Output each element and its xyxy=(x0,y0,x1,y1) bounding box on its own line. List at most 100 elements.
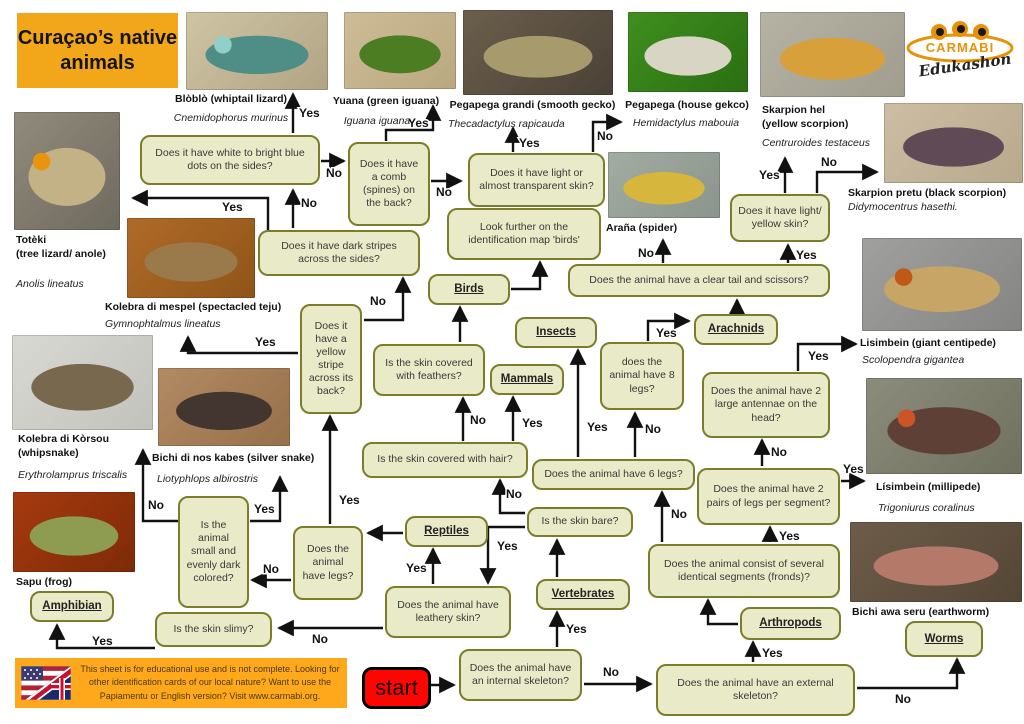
flow-box-text: Does the animal have legs? xyxy=(302,543,354,582)
flow-box-text: Does the animal have 2 large antennae on… xyxy=(710,385,822,424)
arrow-label: Yes xyxy=(808,349,829,363)
arrow-label: No xyxy=(638,246,654,260)
millipede-name: Lísimbein (millipede) xyxy=(876,481,981,493)
frog-name: Sapu (frog) xyxy=(16,576,72,588)
flow-box-text: Worms xyxy=(924,632,964,645)
arrow-label: No xyxy=(821,155,837,169)
yellow-scorpion-latin-name: Centruroides testaceus xyxy=(762,137,870,149)
earthworm-photo xyxy=(850,522,1022,602)
arrow-label: Yes xyxy=(566,622,587,636)
yellow-scorpion-photo xyxy=(760,12,905,97)
flow-arrow xyxy=(479,525,525,585)
flow-arrow xyxy=(796,335,858,371)
whipsnake-photo xyxy=(12,335,153,430)
arrow-label: No xyxy=(645,422,661,436)
tree-lizard-anole-name: Totèki (tree lizard/ anole) xyxy=(16,234,106,261)
flow-box-text: Insects xyxy=(536,326,576,339)
arrow-label: Yes xyxy=(406,561,427,575)
silver-snake-name: Bichi di nos kabes (silver snake) xyxy=(152,452,315,464)
flow-box-cat-arachnids: Arachnids xyxy=(694,314,778,345)
logo-graphic: CARMABI xyxy=(906,21,1014,63)
flow-box-text: Vertebrates xyxy=(551,588,615,601)
flow-box-q-have-legs: Does the animal have legs? xyxy=(293,526,363,600)
arrow-label: Yes xyxy=(255,335,276,349)
flow-box-text: Is the animal small and evenly dark colo… xyxy=(186,519,241,584)
spectacled-teju-latin-name: Gymnophtalmus lineatus xyxy=(105,318,221,330)
arrow-label: Yes xyxy=(408,116,429,130)
tree-lizard-anole-photo xyxy=(14,112,120,230)
smooth-gecko-photo xyxy=(463,10,613,95)
arrow-label: No xyxy=(312,632,328,646)
smooth-gecko-latin-name: Thecadactylus rapicauda xyxy=(448,118,565,130)
flow-arrow xyxy=(364,276,412,322)
yellow-scorpion-name: Skarpion hel (yellow scorpion) xyxy=(762,104,849,131)
spectacled-teju-photo xyxy=(127,218,255,298)
house-gecko-latin-name: Hemidactylus mabouia xyxy=(632,117,740,129)
logo-org-text: CARMABI xyxy=(926,40,994,55)
flow-box-q-internal-skeleton: Does the animal have an internal skeleto… xyxy=(459,649,582,701)
flow-arrow xyxy=(250,475,289,523)
whiptail-lizard-latin-name: Cnemidophorus murinus xyxy=(173,112,289,124)
arrow-label: No xyxy=(263,562,279,576)
flow-box-text: Does the animal have an external skeleto… xyxy=(677,676,834,702)
green-iguana-name: Yuana (green iguana) xyxy=(332,95,440,107)
flow-arrow xyxy=(131,189,270,230)
flow-box-text: Does the animal consist of several ident… xyxy=(664,557,824,583)
flow-box-q-dark-stripes: Does it have dark stripes across the sid… xyxy=(258,230,420,276)
arrow-label: Yes xyxy=(519,136,540,150)
giant-centipede-name: Lisimbein (giant centipede) xyxy=(860,337,996,349)
flow-arrow xyxy=(511,260,549,291)
green-iguana-photo xyxy=(344,12,456,89)
black-scorpion-latin-name: Didymocentrus hasethi. xyxy=(848,201,958,213)
arrow-label: Yes xyxy=(92,634,113,648)
footer-note: This sheet is for educational use and is… xyxy=(15,658,347,708)
flow-arrow xyxy=(384,104,442,141)
flow-box-text: Is the skin bare? xyxy=(541,515,619,528)
flow-box-cat-vertebrates: Vertebrates xyxy=(536,579,630,610)
flow-box-q-segments: Does the animal consist of several ident… xyxy=(648,544,840,598)
flow-box-text: Look further on the identification map '… xyxy=(468,220,580,246)
flow-box-text: Does the animal have a clear tail and sc… xyxy=(589,273,809,286)
arrow-label: No xyxy=(771,445,787,459)
flow-box-cat-amphibian: Amphibian xyxy=(30,591,114,622)
flow-box-text: Mammals xyxy=(500,373,554,386)
flow-box-q-blue-dots: Does it have white to bright blue dots o… xyxy=(140,135,320,185)
flow-box-q-antennae: Does the animal have 2 large antennae on… xyxy=(702,372,830,438)
flow-arrow xyxy=(134,448,178,523)
flow-arrow xyxy=(699,598,738,626)
arrow-label: Yes xyxy=(254,502,275,516)
page-title: Curaçao’s native animals xyxy=(17,13,178,88)
arrow-label: Yes xyxy=(779,529,800,543)
flow-box-cat-insects: Insects xyxy=(515,317,597,348)
flow-box-text: Does the animal have 2 pairs of legs per… xyxy=(706,483,831,509)
start-node: start xyxy=(362,667,431,709)
flow-box-text: Does it have light or almost transparent… xyxy=(479,166,594,192)
carmabi-logo: CARMABI Edukashon xyxy=(903,20,1017,86)
flow-arrow xyxy=(48,623,155,650)
flow-box-text: Does it have dark stripes across the sid… xyxy=(281,239,397,265)
arrow-label: Yes xyxy=(497,539,518,553)
black-scorpion-photo xyxy=(884,103,1023,183)
flow-box-info-birds-map: Look further on the identification map '… xyxy=(447,208,601,260)
arrow-label: No xyxy=(470,413,486,427)
flow-box-cat-reptiles: Reptiles xyxy=(405,516,488,547)
millipede-photo xyxy=(866,378,1022,474)
tree-lizard-anole-latin-name: Anolis lineatus xyxy=(16,278,84,290)
arrow-label: No xyxy=(326,166,342,180)
arrow-label: Yes xyxy=(759,168,780,182)
arrow-label: Yes xyxy=(587,420,608,434)
spider-photo xyxy=(608,152,720,218)
frog-photo xyxy=(13,492,135,572)
silver-snake-latin-name: Liotyphlops albirostris xyxy=(157,473,258,485)
flow-arrow xyxy=(591,113,623,152)
arrow-label: No xyxy=(370,294,386,308)
arrow-label: No xyxy=(671,507,687,521)
flow-box-cat-mammals: Mammals xyxy=(490,364,564,395)
arrow-label: Yes xyxy=(339,493,360,507)
arrow-label: Yes xyxy=(796,248,817,262)
flow-box-q-feathers: Is the skin covered with feathers? xyxy=(373,344,485,396)
house-gecko-name: Pegapega (house gekco) xyxy=(625,99,749,111)
arrow-label: No xyxy=(895,692,911,706)
